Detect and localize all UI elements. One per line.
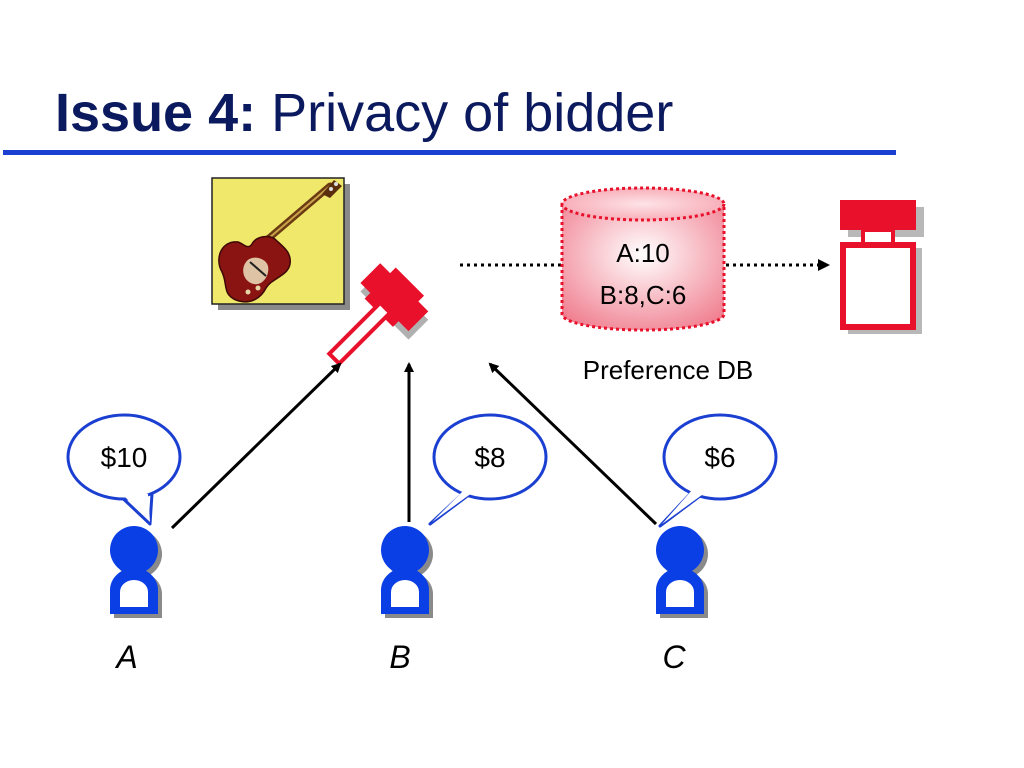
db-caption: Preference DB — [583, 355, 754, 385]
guitar-icon — [218, 180, 342, 303]
gavel-icon — [326, 263, 429, 367]
bidder-label-b: B — [389, 639, 410, 675]
person-icon — [656, 526, 708, 618]
storage-box-icon — [840, 200, 924, 334]
bid-amount-a: $10 — [101, 442, 148, 473]
bid-arrow-c — [488, 362, 658, 526]
speech-bubble-b: $8 — [428, 413, 548, 526]
speech-bubble-c: $6 — [658, 413, 778, 528]
person-icon — [381, 526, 433, 618]
bid-amount-c: $6 — [704, 442, 735, 473]
bid-amount-b: $8 — [474, 442, 505, 473]
db-record-1: A:10 — [616, 238, 670, 268]
title-prefix: Issue 4: — [55, 83, 257, 143]
slide-title: Issue 4: Privacy of bidder — [55, 78, 673, 148]
title-main: Privacy of bidder — [271, 83, 674, 143]
preference-db: A:10 B:8,C:6 — [560, 186, 726, 332]
bidder-label-c: C — [662, 639, 686, 675]
bid-arrow-a — [170, 362, 342, 530]
title-underline — [3, 150, 896, 155]
guitar-card — [211, 177, 350, 310]
bidder-label-a: A — [114, 639, 137, 675]
dotted-link-arrowhead — [818, 259, 830, 271]
person-icon — [110, 526, 162, 618]
db-record-2: B:8,C:6 — [600, 280, 687, 310]
speech-bubble-a: $10 — [66, 413, 182, 526]
